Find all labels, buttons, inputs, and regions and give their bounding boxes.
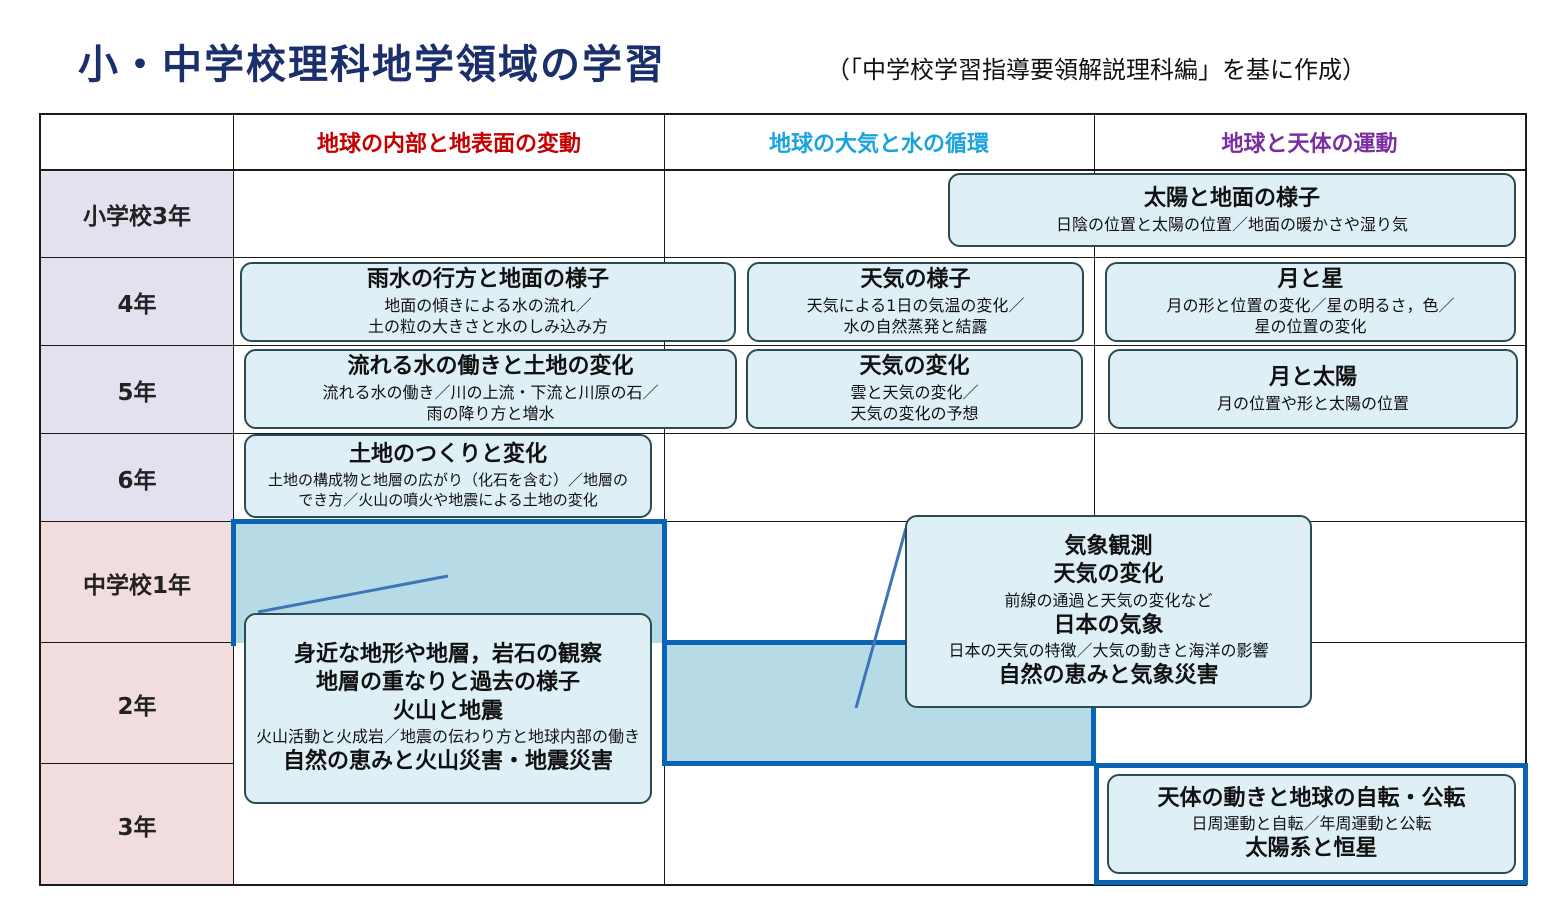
column-header-astronomy: 地球と天体の運動: [1221, 132, 1398, 157]
column-header-atmosphere: 地球の大気と水の循環: [768, 132, 989, 157]
unit-land-structure: 土地のつくりと変化 土地の構成物と地層の広がり（化石を含む）／地層の でき方／火…: [244, 434, 652, 518]
unit-moon-and-sun: 月と太陽 月の位置や形と太陽の位置: [1108, 349, 1518, 429]
row-label-jh-1: 中学校1年: [40, 522, 234, 643]
unit-jh-weather: 気象観測 天気の変化 前線の通過と天気の変化など 日本の気象 日本の天気の特徴／…: [905, 515, 1312, 708]
unit-jh-earth-crust: 身近な地形や地層，岩石の観察 地層の重なりと過去の様子 火山と地震 火山活動と火…: [244, 613, 652, 804]
row-label-jh-2: 2年: [40, 643, 234, 764]
row-label-elem-4: 4年: [40, 258, 234, 346]
unit-rainwater: 雨水の行方と地面の様子 地面の傾きによる水の流れ／ 土の粒の大きさと水のしみ込み…: [240, 262, 736, 342]
column-header-earth: 地球の内部と地表面の変動: [316, 132, 581, 157]
page-title: 小・中学校理科地学領域の学習: [78, 42, 666, 88]
unit-flowing-water: 流れる水の働きと土地の変化 流れる水の働き／川の上流・下流と川原の石／ 雨の降り…: [244, 349, 737, 429]
row-label-elem-5: 5年: [40, 346, 234, 434]
row-label-elem-3: 小学校3年: [40, 170, 234, 258]
source-note: （「中学校学習指導要領解説理科編」を基に作成）: [826, 56, 1366, 84]
row-label-elem-6: 6年: [40, 434, 234, 522]
unit-sun-and-ground: 太陽と地面の様子 日陰の位置と太陽の位置／地面の暖かさや湿り気: [948, 173, 1516, 247]
unit-moon-and-stars: 月と星 月の形と位置の変化／星の明るさ，色／ 星の位置の変化: [1105, 262, 1516, 342]
unit-weather-change: 天気の変化 雲と天気の変化／ 天気の変化の予想: [746, 349, 1083, 429]
unit-jh-celestial: 天体の動きと地球の自転・公転 日周運動と自転／年周運動と公転 太陽系と恒星: [1107, 774, 1516, 874]
unit-weather-state: 天気の様子 天気による1日の気温の変化／ 水の自然蒸発と結露: [747, 262, 1084, 342]
row-label-jh-3: 3年: [40, 764, 234, 885]
